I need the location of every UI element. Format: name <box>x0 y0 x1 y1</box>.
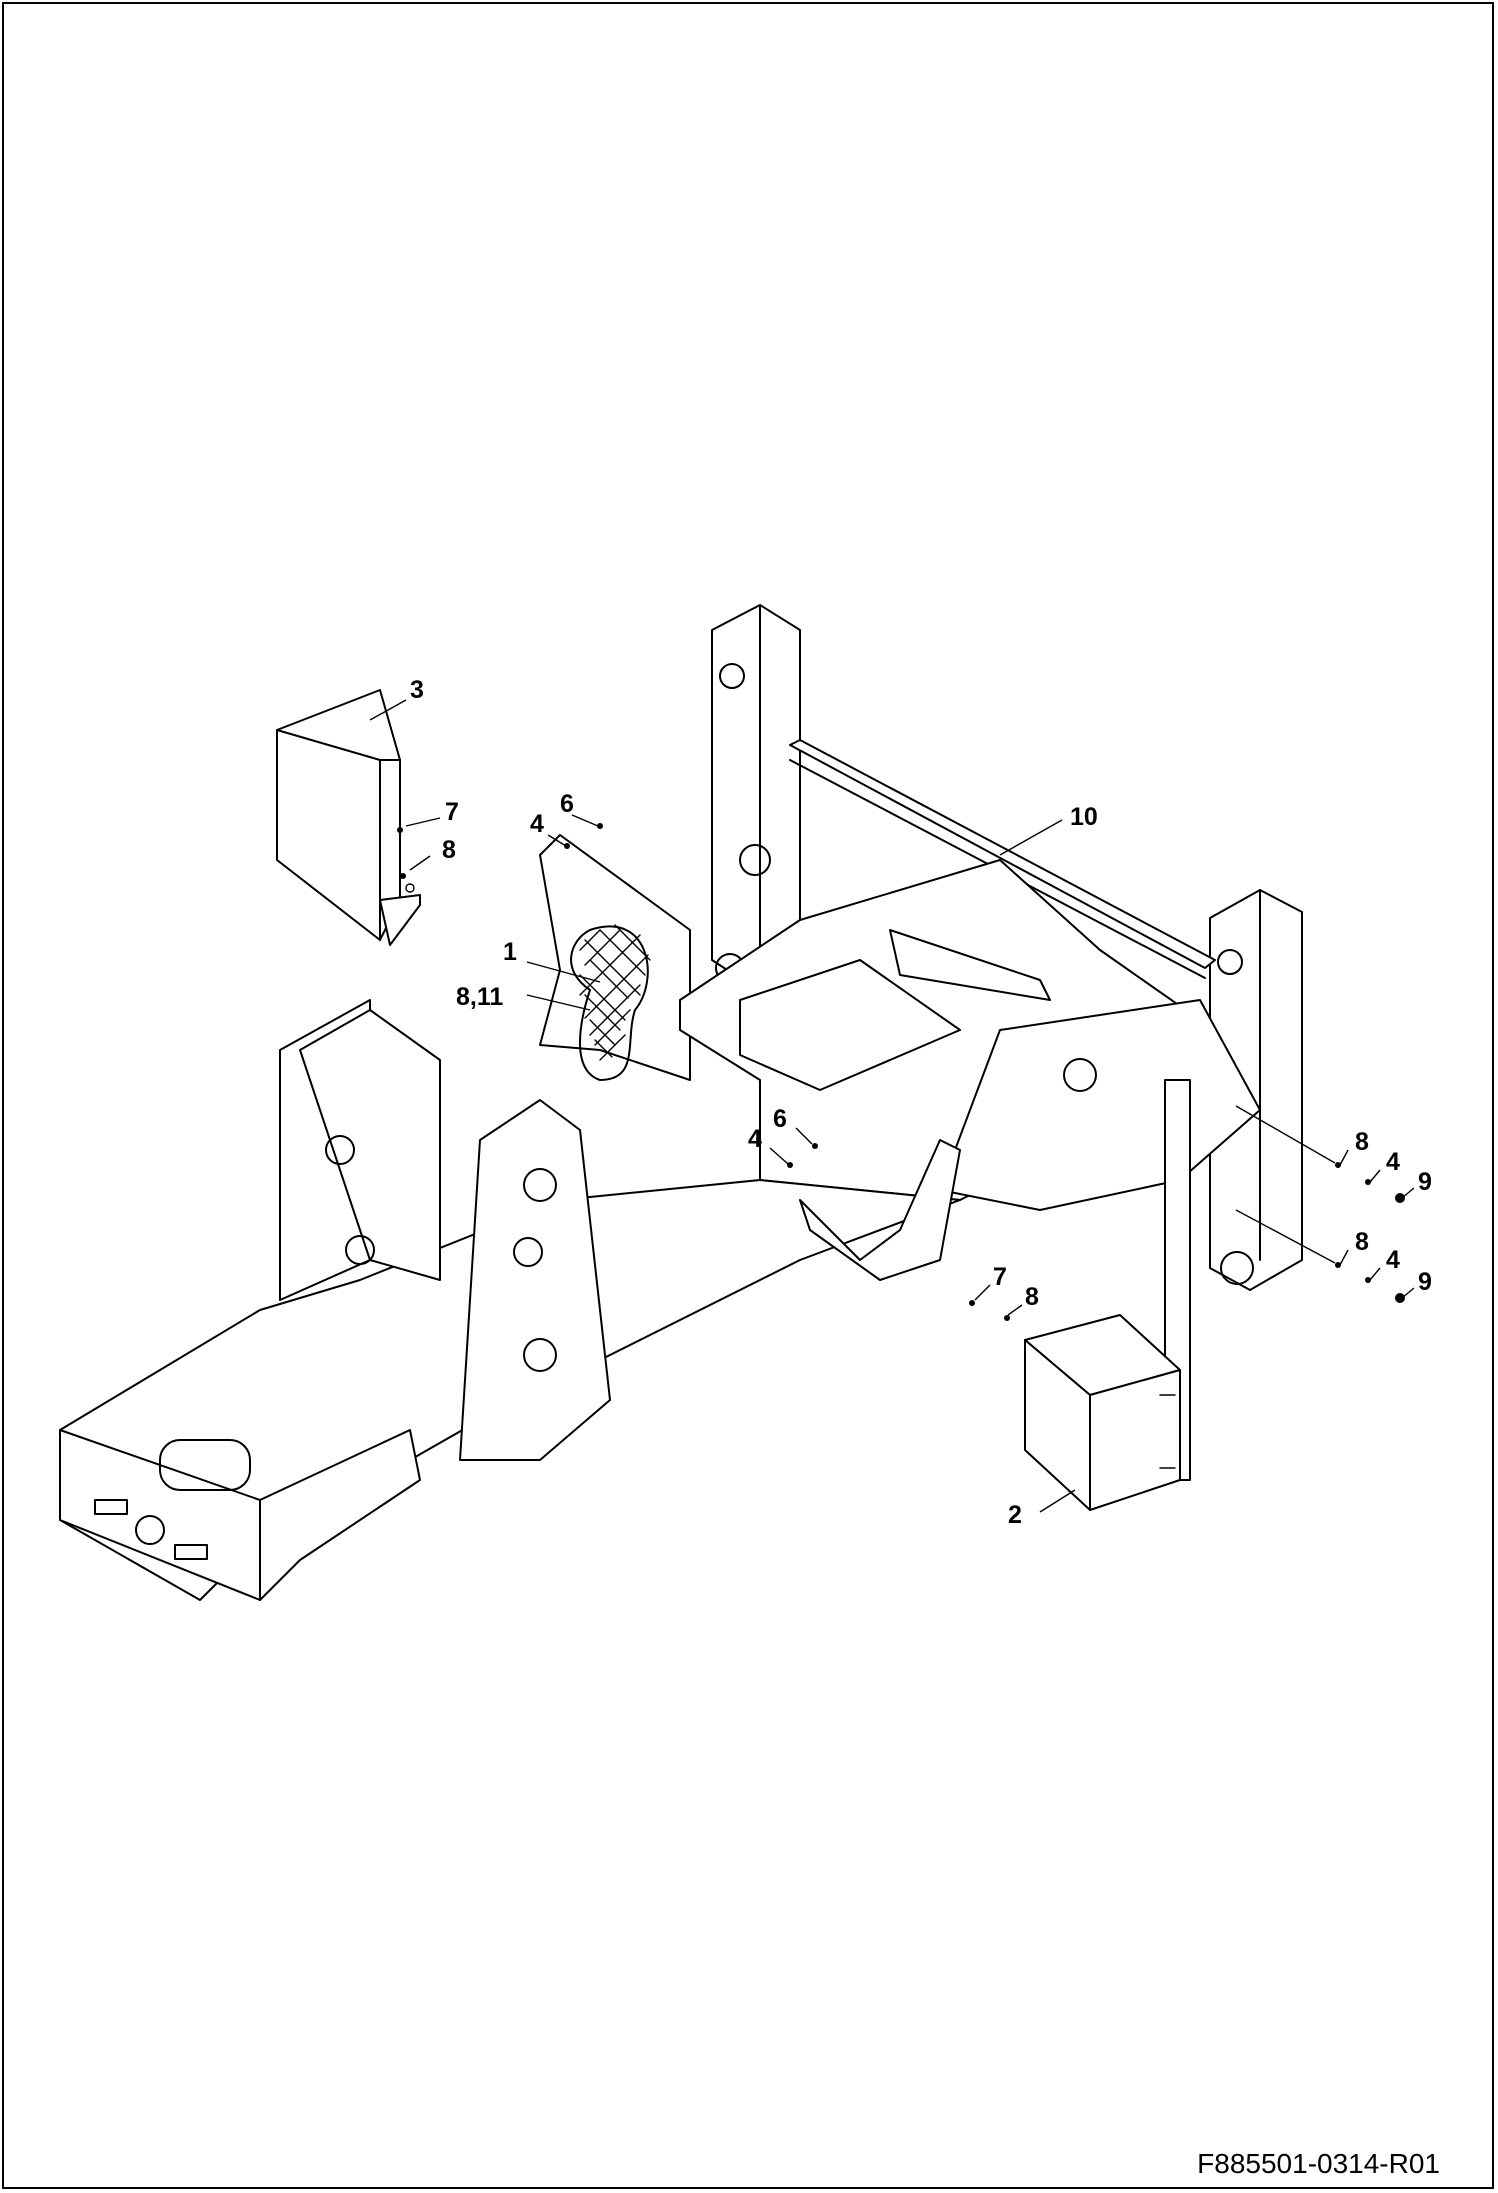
callout-4-middle: 4 <box>748 1125 762 1153</box>
callout-7-upper-left: 7 <box>445 798 459 826</box>
document-number: F885501-0314-R01 <box>1197 2148 1440 2179</box>
callout-2: 2 <box>1008 1501 1022 1529</box>
hardware-fasteners <box>397 823 1405 1321</box>
callout-6-middle: 6 <box>773 1105 787 1133</box>
callout-8-right-lower: 8 <box>1355 1228 1369 1256</box>
callout-8-upper-left: 8 <box>442 836 456 864</box>
callout-8-11: 8,11 <box>456 983 503 1011</box>
plate-1 <box>539 834 691 1081</box>
callout-8-lower-right: 8 <box>1025 1283 1039 1311</box>
leader-lines <box>369 699 1415 1513</box>
cover-plate-3 <box>276 689 421 946</box>
callout-1: 1 <box>503 938 517 966</box>
callout-6-upper: 6 <box>560 790 574 818</box>
callout-9-right-lower: 9 <box>1418 1268 1432 1296</box>
callout-labels: 3 7 8 4 6 1 8,11 10 4 6 8 4 9 8 4 9 7 8 … <box>410 676 1432 1529</box>
callout-3: 3 <box>410 676 424 704</box>
main-frame <box>59 604 1303 1601</box>
callout-4-right-lower: 4 <box>1386 1246 1400 1274</box>
cover-plate-2 <box>1024 1314 1181 1511</box>
callout-7-lower-right: 7 <box>993 1263 1007 1291</box>
callout-8-right-upper: 8 <box>1355 1128 1369 1156</box>
callout-4-upper: 4 <box>530 810 544 838</box>
callout-9-right-upper: 9 <box>1418 1168 1432 1196</box>
callout-10: 10 <box>1070 803 1098 831</box>
callout-4-right-upper: 4 <box>1386 1148 1400 1176</box>
mesh-pattern <box>579 924 651 1061</box>
